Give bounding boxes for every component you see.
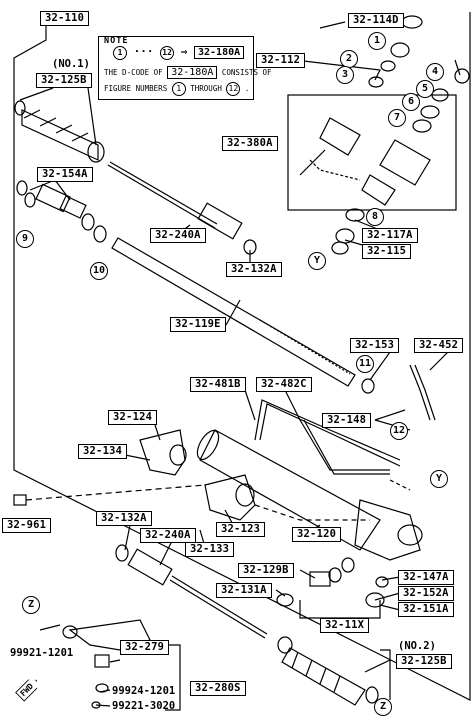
part-label-32-961[interactable]: 32-961 xyxy=(2,518,52,533)
note-period: . xyxy=(244,84,250,93)
note-from-circle: 1 xyxy=(113,46,127,60)
note-text-a: THE D-CODE OF xyxy=(104,68,163,77)
part-label-32-148[interactable]: 32-148 xyxy=(322,413,372,428)
callout-y-right[interactable]: Y xyxy=(430,470,448,488)
tube-154a-drawing xyxy=(16,180,107,243)
callout-5[interactable]: 5 xyxy=(416,80,434,98)
callout-y-top[interactable]: Y xyxy=(308,252,326,270)
callout-1[interactable]: 1 xyxy=(368,32,386,50)
note-line-1: THE D-CODE OF 32-180A CONSISTS OF xyxy=(104,66,272,79)
part-label-32-240A-top[interactable]: 32-240A xyxy=(150,228,206,243)
note-range-row: 1 ··· 12 ⇒ 32-180A xyxy=(113,45,245,60)
housing-120-drawing xyxy=(196,429,423,561)
part-label-32-11X[interactable]: 32-11X xyxy=(320,618,370,633)
part-label-32-117A[interactable]: 32-117A xyxy=(362,228,418,243)
part-label-32-147A[interactable]: 32-147A xyxy=(398,570,454,585)
part-number-99221-3020[interactable]: 99221-3020 xyxy=(112,700,176,712)
note-dots: ··· xyxy=(133,45,154,58)
callout-4[interactable]: 4 xyxy=(426,63,444,81)
note-circle-12: 12 xyxy=(226,82,241,96)
note-text-figure: FIGURE NUMBERS xyxy=(104,84,168,93)
part-number-99921-1201[interactable]: 99921-1201 xyxy=(10,647,74,659)
part-label-32-112[interactable]: 32-112 xyxy=(256,53,306,68)
part-label-32-154A[interactable]: 32-154A xyxy=(37,167,93,182)
callout-12[interactable]: 12 xyxy=(390,422,408,440)
part-label-32-114D[interactable]: 32-114D xyxy=(348,13,404,28)
part-label-32-280S[interactable]: 32-280S xyxy=(190,681,246,696)
part-label-32-132A-top[interactable]: 32-132A xyxy=(226,262,282,277)
group-outline-32-380A xyxy=(287,94,457,211)
note-circle-1: 1 xyxy=(171,82,186,96)
callout-10[interactable]: 10 xyxy=(90,262,108,280)
callout-8[interactable]: 8 xyxy=(366,208,384,226)
part-label-32-380A[interactable]: 32-380A xyxy=(222,136,278,151)
part-label-32-452[interactable]: 32-452 xyxy=(414,338,464,353)
note-text-through: THROUGH xyxy=(190,84,222,93)
note-title: NOTE xyxy=(104,36,129,46)
part-label-32-151A[interactable]: 32-151A xyxy=(398,602,454,617)
callout-9[interactable]: 9 xyxy=(16,230,34,248)
note-code-ref[interactable]: 32-180A xyxy=(167,66,218,79)
part-label-32-279[interactable]: 32-279 xyxy=(120,640,170,655)
part-label-32-124[interactable]: 32-124 xyxy=(108,410,158,425)
note-box: NOTE 1 ··· 12 ⇒ 32-180A THE D-CODE OF 32… xyxy=(98,36,272,100)
part-label-32-152A[interactable]: 32-152A xyxy=(398,586,454,601)
callout-7[interactable]: 7 xyxy=(388,109,406,127)
boot-no2-caption: (NO.2) xyxy=(398,640,436,652)
group-outline-32-110 xyxy=(13,12,471,701)
part-label-32-153[interactable]: 32-153 xyxy=(350,338,400,353)
part-label-32-125B-bottom[interactable]: 32-125B xyxy=(396,654,452,669)
note-text-c: CONSISTS OF xyxy=(221,68,272,77)
note-arrow: ⇒ xyxy=(180,45,188,58)
part-label-32-240A-bottom[interactable]: 32-240A xyxy=(140,528,196,543)
part-label-32-132A-bottom[interactable]: 32-132A xyxy=(96,511,152,526)
boot-125b-bottom-drawing xyxy=(277,636,379,706)
part-label-32-482C[interactable]: 32-482C xyxy=(256,377,312,392)
part-label-32-120[interactable]: 32-120 xyxy=(292,527,342,542)
callout-z-bottom[interactable]: Z xyxy=(374,698,392,716)
part-label-32-129B[interactable]: 32-129B xyxy=(238,563,294,578)
part-number-99924-1201[interactable]: 99924-1201 xyxy=(112,685,176,697)
part-label-32-119E[interactable]: 32-119E xyxy=(170,317,226,332)
adjuster-parts-drawing xyxy=(276,557,389,608)
note-code[interactable]: 32-180A xyxy=(194,46,245,59)
callout-3[interactable]: 3 xyxy=(336,66,354,84)
note-line-2: FIGURE NUMBERS 1 THROUGH 12 . xyxy=(104,82,249,96)
part-label-32-123[interactable]: 32-123 xyxy=(216,522,266,537)
note-to-circle: 12 xyxy=(160,46,175,60)
part-label-32-481B[interactable]: 32-481B xyxy=(190,377,246,392)
mount-124-134-drawing xyxy=(139,429,256,521)
part-label-32-115[interactable]: 32-115 xyxy=(362,244,412,259)
bolt-961-drawing xyxy=(13,484,206,506)
part-label-32-131A[interactable]: 32-131A xyxy=(216,583,272,598)
part-label-32-133[interactable]: 32-133 xyxy=(185,542,235,557)
callout-6[interactable]: 6 xyxy=(402,93,420,111)
callout-11[interactable]: 11 xyxy=(356,355,374,373)
part-label-32-110[interactable]: 32-110 xyxy=(40,11,90,26)
part-label-32-125B-top[interactable]: 32-125B xyxy=(36,73,92,88)
pinion-assembly-drawing xyxy=(299,15,470,255)
boot-no1-caption: (NO.1) xyxy=(52,58,90,70)
rack-119e-drawing xyxy=(111,237,375,394)
part-label-32-134[interactable]: 32-134 xyxy=(78,444,128,459)
callout-z-left[interactable]: Z xyxy=(22,596,40,614)
tie-rod-240a-bottom-drawing xyxy=(115,544,268,639)
